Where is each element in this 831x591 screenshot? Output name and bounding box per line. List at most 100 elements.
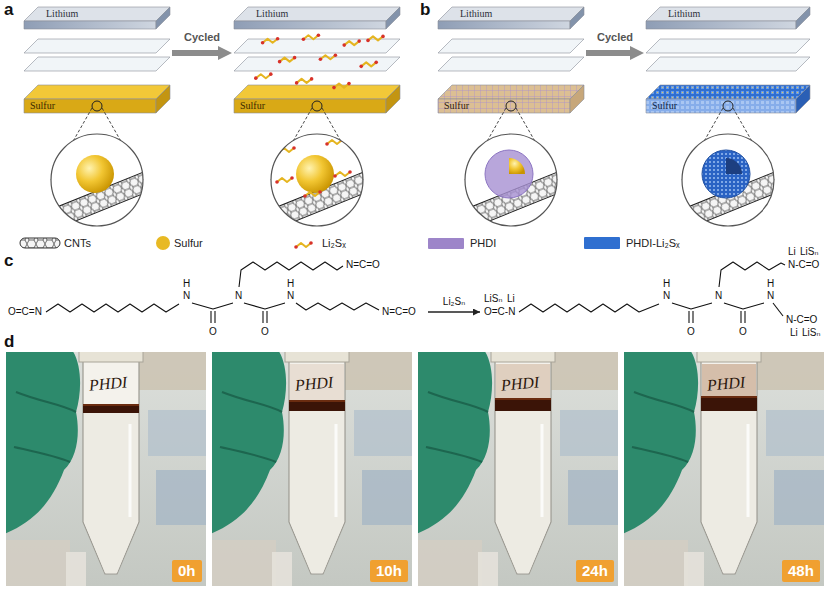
polysulfide-end: [309, 241, 313, 245]
zoom-spot: [312, 101, 322, 111]
atom-label: N: [767, 290, 774, 302]
lab-background: [66, 552, 86, 586]
polysulfide: [305, 192, 320, 196]
polysulfide-end: [325, 142, 329, 146]
atom-label: N: [663, 290, 670, 302]
sulfur-slab-front: [234, 99, 386, 113]
polysulfide-band: [495, 400, 551, 411]
separator-top: [24, 57, 170, 71]
zoom-outline: [465, 134, 557, 226]
battery-cell-art: [24, 7, 173, 234]
separator-top: [438, 39, 584, 53]
zoom-content: [256, 138, 393, 234]
chemical-bond: [244, 303, 285, 309]
lab-background: [354, 410, 412, 456]
chemical-bond: [262, 311, 263, 323]
polysulfide: [344, 41, 359, 45]
glass-highlight: [129, 424, 132, 517]
polysulfide-end: [348, 170, 352, 174]
sulfur-slab-side: [386, 85, 400, 113]
time-label: 0h: [178, 562, 196, 580]
chemical-bond: [719, 262, 785, 287]
atom-label: LiSₙ: [800, 246, 818, 258]
lithium-slab-top: [438, 7, 584, 21]
tube-label: PHDI: [88, 372, 128, 394]
zoom-outline: [271, 134, 363, 226]
legend-swatch: [584, 237, 620, 249]
chemical-bond: [210, 311, 211, 323]
polysulfide-end: [261, 41, 265, 45]
glove-fold: [14, 392, 76, 462]
layer-label: Lithium: [46, 8, 78, 20]
sulfur-particle: [76, 155, 114, 193]
polysulfide-end: [303, 194, 307, 198]
atom-label: N-C=O: [786, 314, 817, 326]
polysulfide-end: [333, 174, 337, 178]
atom-label: O: [261, 326, 269, 338]
connector-label: Li₂Sₙ: [441, 296, 467, 308]
polysulfide: [303, 35, 318, 39]
sulfur-slab-side: [796, 85, 810, 113]
atom-label: LiSₙ: [802, 327, 820, 339]
glass-highlight: [335, 424, 338, 517]
lithium-slab-front: [24, 21, 156, 29]
lithium-slab-front: [234, 21, 386, 29]
sulfur-slab-front: [438, 99, 570, 113]
chemical-bond: [740, 311, 741, 323]
zoom-spot: [723, 101, 733, 111]
chemical-bond: [266, 311, 267, 323]
polysulfide-end: [295, 81, 299, 85]
lab-background: [766, 410, 824, 456]
tube-cap: [491, 352, 555, 362]
glass-highlight: [541, 424, 544, 517]
tinted-liquid: [496, 364, 550, 400]
layer-label: Sulfur: [30, 100, 55, 112]
polysulfide-end: [318, 190, 322, 194]
chemical-bond: [688, 311, 689, 323]
photo: [212, 352, 412, 586]
nanotube-icon: [20, 238, 60, 248]
polysulfide-end: [359, 65, 363, 69]
zoom-content: [450, 150, 587, 234]
connector-label: Cycled: [182, 31, 222, 44]
panel-letter: b: [420, 0, 430, 20]
battery-cell-art: [646, 7, 810, 234]
zoom-content: [36, 155, 173, 234]
zoom-content: [667, 150, 804, 234]
photo-panel: PHDI10h: [212, 352, 412, 586]
chemical-bond: [773, 303, 783, 316]
panel-letter: a: [4, 0, 13, 20]
lab-background: [272, 552, 292, 586]
lab-background: [548, 352, 618, 390]
separator-top: [646, 39, 810, 53]
polysulfide: [280, 58, 295, 62]
phdi-shell: [485, 150, 533, 198]
sulfur-slab-side: [156, 85, 170, 113]
atom-label: N: [183, 290, 190, 302]
chemical-bond: [724, 303, 764, 309]
sulfur-slab-front: [646, 99, 796, 113]
lab-background: [136, 352, 206, 390]
legend-label: Li₂Sₓ: [322, 237, 346, 250]
photo-panel: PHDI 0h: [6, 352, 206, 586]
polysulfide-end: [293, 56, 297, 60]
legend-label: CNTs: [64, 237, 91, 250]
battery-cell-art: [234, 7, 400, 234]
lithium-slab-top: [24, 7, 170, 21]
atom-label: O=C=N: [8, 306, 42, 318]
atom-label: N-C=O: [788, 259, 819, 271]
layer-label: Lithium: [460, 8, 492, 20]
atom-label: Li: [788, 246, 796, 258]
chemical-bond: [46, 304, 179, 312]
atom-label: O: [739, 326, 747, 338]
battery-cell: LithiumSulfur: [22, 5, 172, 123]
lithium-slab-side: [386, 7, 400, 29]
clear-liquid: [290, 411, 344, 573]
atom-label: Li: [507, 293, 515, 305]
lithium-slab-front: [438, 21, 570, 29]
band-edge: [701, 396, 757, 398]
glove-fold: [220, 392, 282, 462]
lithium-slab-side: [796, 7, 810, 29]
